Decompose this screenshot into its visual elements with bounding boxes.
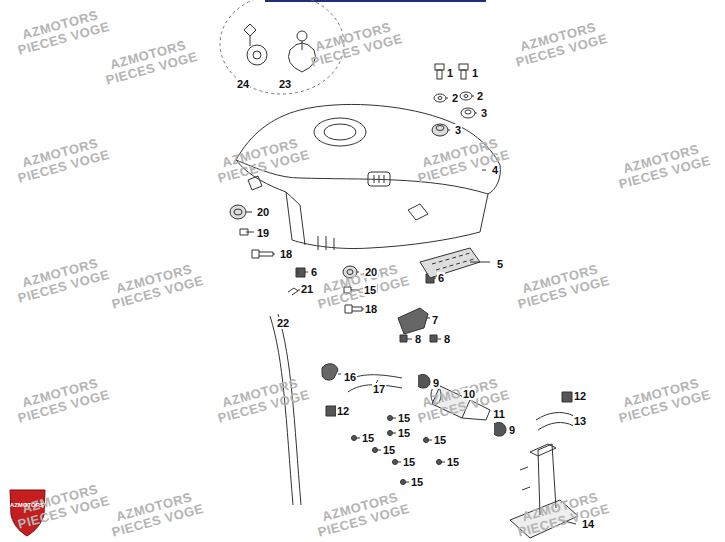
callout-number: 6 <box>310 266 318 278</box>
callout-number: 2 <box>476 90 484 102</box>
watermark: AZMOTORS PIECES VOGE <box>100 36 200 88</box>
title-rule <box>265 0 486 2</box>
callout-number: 3 <box>454 124 462 136</box>
callout-number: 9 <box>432 377 440 389</box>
gasket <box>247 45 267 65</box>
callout-number: 15 <box>402 456 416 468</box>
watermark: AZMOTORS PIECES VOGE <box>106 488 206 540</box>
callout-number: 15 <box>397 412 411 424</box>
logo-text: AZMOTORS <box>10 502 44 509</box>
watermark: AZMOTORS PIECES VOGE <box>212 374 312 426</box>
watermark: AZMOTORS PIECES VOGE <box>12 254 112 306</box>
callout-number: 15 <box>382 444 396 456</box>
callout-number: 12 <box>336 405 350 417</box>
callout-number: 8 <box>414 333 422 345</box>
callout-number: 7 <box>431 314 439 326</box>
callout-number: 14 <box>581 518 595 530</box>
rubber-pad <box>420 248 480 278</box>
callout-number: 13 <box>573 415 587 427</box>
callout-number: 17 <box>372 383 386 395</box>
callout-number: 15 <box>397 427 411 439</box>
callout-number: 19 <box>256 227 270 239</box>
callout-number: 11 <box>492 408 506 420</box>
callout-number: 16 <box>343 371 357 383</box>
callout-number: 21 <box>300 283 314 295</box>
callout-number: 2 <box>451 92 459 104</box>
callout-number: 18 <box>364 303 378 315</box>
callout-number: 22 <box>276 317 290 329</box>
fuel-tank <box>236 104 500 248</box>
callout-number: 15 <box>433 434 447 446</box>
callout-number: 10 <box>462 388 476 400</box>
watermark: AZMOTORS PIECES VOGE <box>512 260 612 312</box>
callout-number: 6 <box>437 272 445 284</box>
watermark: AZMOTORS PIECES VOGE <box>12 374 112 426</box>
watermark: AZMOTORS PIECES VOGE <box>305 18 405 70</box>
watermark: AZMOTORS PIECES VOGE <box>512 488 612 540</box>
callout-number: 15 <box>363 284 377 296</box>
callout-number: 23 <box>278 78 292 90</box>
watermark: AZMOTORS PIECES VOGE <box>613 140 713 192</box>
watermark: AZMOTORS PIECES VOGE <box>106 260 206 312</box>
callout-number: 24 <box>236 78 250 90</box>
watermark: AZMOTORS PIECES VOGE <box>613 374 713 426</box>
callout-number: 18 <box>279 248 293 260</box>
callout-number: 12 <box>573 390 587 402</box>
callout-number: 5 <box>496 258 504 270</box>
callout-number: 15 <box>361 432 375 444</box>
watermark: AZMOTORS PIECES VOGE <box>12 6 112 58</box>
callout-number: 1 <box>446 67 454 79</box>
callout-number: 1 <box>471 67 479 79</box>
callout-number: 20 <box>256 206 270 218</box>
callout-number: 9 <box>508 424 516 436</box>
callout-number: 15 <box>410 476 424 488</box>
watermark: AZMOTORS PIECES VOGE <box>510 18 610 70</box>
watermark: AZMOTORS PIECES VOGE <box>312 488 412 540</box>
callout-number: 15 <box>446 456 460 468</box>
callout-number: 20 <box>364 266 378 278</box>
callout-number: 3 <box>480 107 488 119</box>
tank-emblem <box>368 172 390 186</box>
callout-number: 8 <box>443 333 451 345</box>
bracket <box>398 308 428 334</box>
callout-number: 4 <box>491 164 499 176</box>
filler-neck <box>314 118 366 146</box>
watermark: AZMOTORS PIECES VOGE <box>12 134 112 186</box>
